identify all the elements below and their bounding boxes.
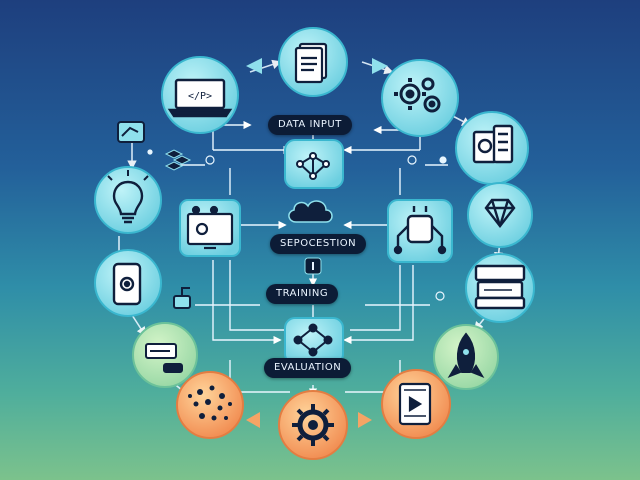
- evaluation-label: EVALUATION: [264, 358, 352, 378]
- screen-node: [179, 199, 241, 257]
- bottom-arrows: [246, 412, 372, 428]
- network-dots-node: [176, 371, 244, 439]
- laptop-code-icon: </P>: [167, 78, 233, 118]
- accent-dots: [147, 149, 447, 301]
- camera-node: [455, 111, 529, 185]
- server-node: [465, 253, 535, 323]
- tablet-play-node: [381, 369, 451, 439]
- rocket-icon: [447, 332, 485, 379]
- diamond-node: [467, 182, 533, 248]
- data-flow-node: [284, 139, 344, 189]
- document-icon: [294, 42, 328, 84]
- camera-icon: [472, 124, 514, 164]
- cloud-node: [288, 200, 333, 223]
- puzzle-icon-small: [164, 149, 192, 171]
- slider-icon: [145, 343, 183, 373]
- data-input-label: DATA INPUT: [268, 115, 352, 135]
- robot-node: [387, 199, 453, 263]
- evaluation-graph-node: [284, 317, 344, 365]
- rocket-node: [433, 324, 499, 390]
- data-graph-icon: [296, 152, 330, 180]
- diamond-icon: [484, 198, 516, 228]
- robot-icon: [393, 206, 447, 255]
- gears-node: [381, 59, 459, 137]
- network-graph-icon: [293, 323, 333, 357]
- mobile-settings-icon: [112, 262, 142, 306]
- monitor-icon: [186, 205, 234, 250]
- document-node: [278, 27, 348, 97]
- slider-node: [132, 322, 198, 388]
- preprocessing-label: SEPOCESTION: [270, 234, 367, 254]
- network-dots-icon: [188, 385, 232, 421]
- mobile-settings-node: [94, 249, 162, 317]
- laptop-node: </P>: [161, 56, 239, 134]
- gear-node: [278, 390, 348, 460]
- svg-text:</P>: </P>: [188, 91, 212, 102]
- gears-icon: [394, 77, 441, 113]
- robot-arm-small-icon: [173, 287, 191, 309]
- server-icon: [474, 264, 526, 310]
- tablet-play-icon: [398, 382, 432, 426]
- info-marker: [304, 257, 322, 275]
- training-label: TRAINING: [266, 284, 339, 304]
- flow-icon-small: [117, 121, 145, 143]
- lightbulb-icon: [107, 170, 149, 224]
- top-arrows: [246, 58, 388, 74]
- gear-icon: [292, 404, 334, 446]
- lightbulb-node: [94, 166, 162, 234]
